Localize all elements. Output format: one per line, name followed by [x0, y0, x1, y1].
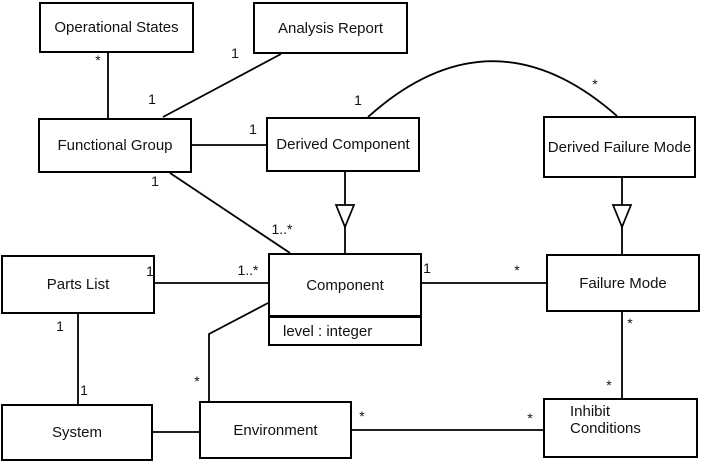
multiplicity-label: * — [606, 377, 612, 393]
class-analysis-report[interactable]: Analysis Report — [253, 2, 408, 54]
class-name-component: Component — [306, 276, 384, 294]
multiplicity-label: * — [592, 76, 598, 92]
class-name-parts-list: Parts List — [46, 276, 110, 293]
multiplicity-label: 1 — [423, 260, 431, 276]
association-component--environment — [208, 302, 269, 401]
class-name-failure-mode: Failure Mode — [579, 274, 667, 292]
multiplicity-label: 1..* — [237, 262, 259, 278]
class-failure-mode[interactable]: Failure Mode — [546, 254, 700, 312]
multiplicity-label: 1 — [151, 173, 159, 189]
class-inhibit-conditions[interactable]: Inhibit Conditions — [543, 398, 698, 458]
multiplicity-label: * — [359, 408, 365, 424]
multiplicity-label: 1 — [249, 121, 257, 137]
class-environment[interactable]: Environment — [199, 401, 352, 459]
association-analysis-report--functional-group — [162, 53, 282, 118]
class-operational-states[interactable]: Operational States — [39, 2, 194, 53]
association-derived-component--derived-failure-mode — [367, 60, 618, 118]
multiplicity-label: 1 — [231, 45, 239, 61]
multiplicity-label: 1 — [146, 263, 154, 279]
generalization-arrow-icon — [611, 204, 633, 230]
class-functional-group[interactable]: Functional Group — [38, 118, 192, 173]
multiplicity-label: * — [527, 410, 533, 426]
class-system[interactable]: System — [1, 404, 153, 461]
multiplicity-label: 1 — [148, 91, 156, 107]
class-derived-failure-mode[interactable]: Derived Failure Mode — [543, 116, 696, 178]
class-name-derived-failure-mode: Derived Failure Mode — [547, 138, 692, 156]
class-name-environment: Environment — [233, 421, 318, 439]
class-name-derived-component: Derived Component — [276, 136, 410, 153]
class-parts-list[interactable]: Parts List — [1, 255, 155, 314]
class-attribute: level : integer — [283, 322, 373, 340]
multiplicity-label: * — [194, 373, 200, 389]
class-name-analysis-report: Analysis Report — [277, 19, 384, 37]
multiplicity-label: 1 — [354, 92, 362, 108]
class-attributes-component: level : integer — [270, 315, 420, 344]
multiplicity-label: * — [627, 315, 633, 331]
multiplicity-label: * — [95, 52, 101, 68]
multiplicity-label: 1..* — [271, 221, 293, 237]
class-component[interactable]: Component level : integer — [268, 253, 422, 346]
class-name-inhibit-conditions: Inhibit Conditions — [570, 403, 641, 437]
class-name-operational-states: Operational States — [54, 19, 179, 36]
multiplicity-label: * — [514, 262, 520, 278]
generalization-arrow-icon — [334, 204, 356, 230]
association-functional-group--component — [169, 172, 291, 254]
multiplicity-label: 1 — [56, 318, 64, 334]
class-name-system: System — [51, 424, 102, 441]
multiplicity-label: 1 — [80, 382, 88, 398]
class-derived-component[interactable]: Derived Component — [266, 117, 420, 172]
class-name-functional-group: Functional Group — [57, 137, 173, 154]
